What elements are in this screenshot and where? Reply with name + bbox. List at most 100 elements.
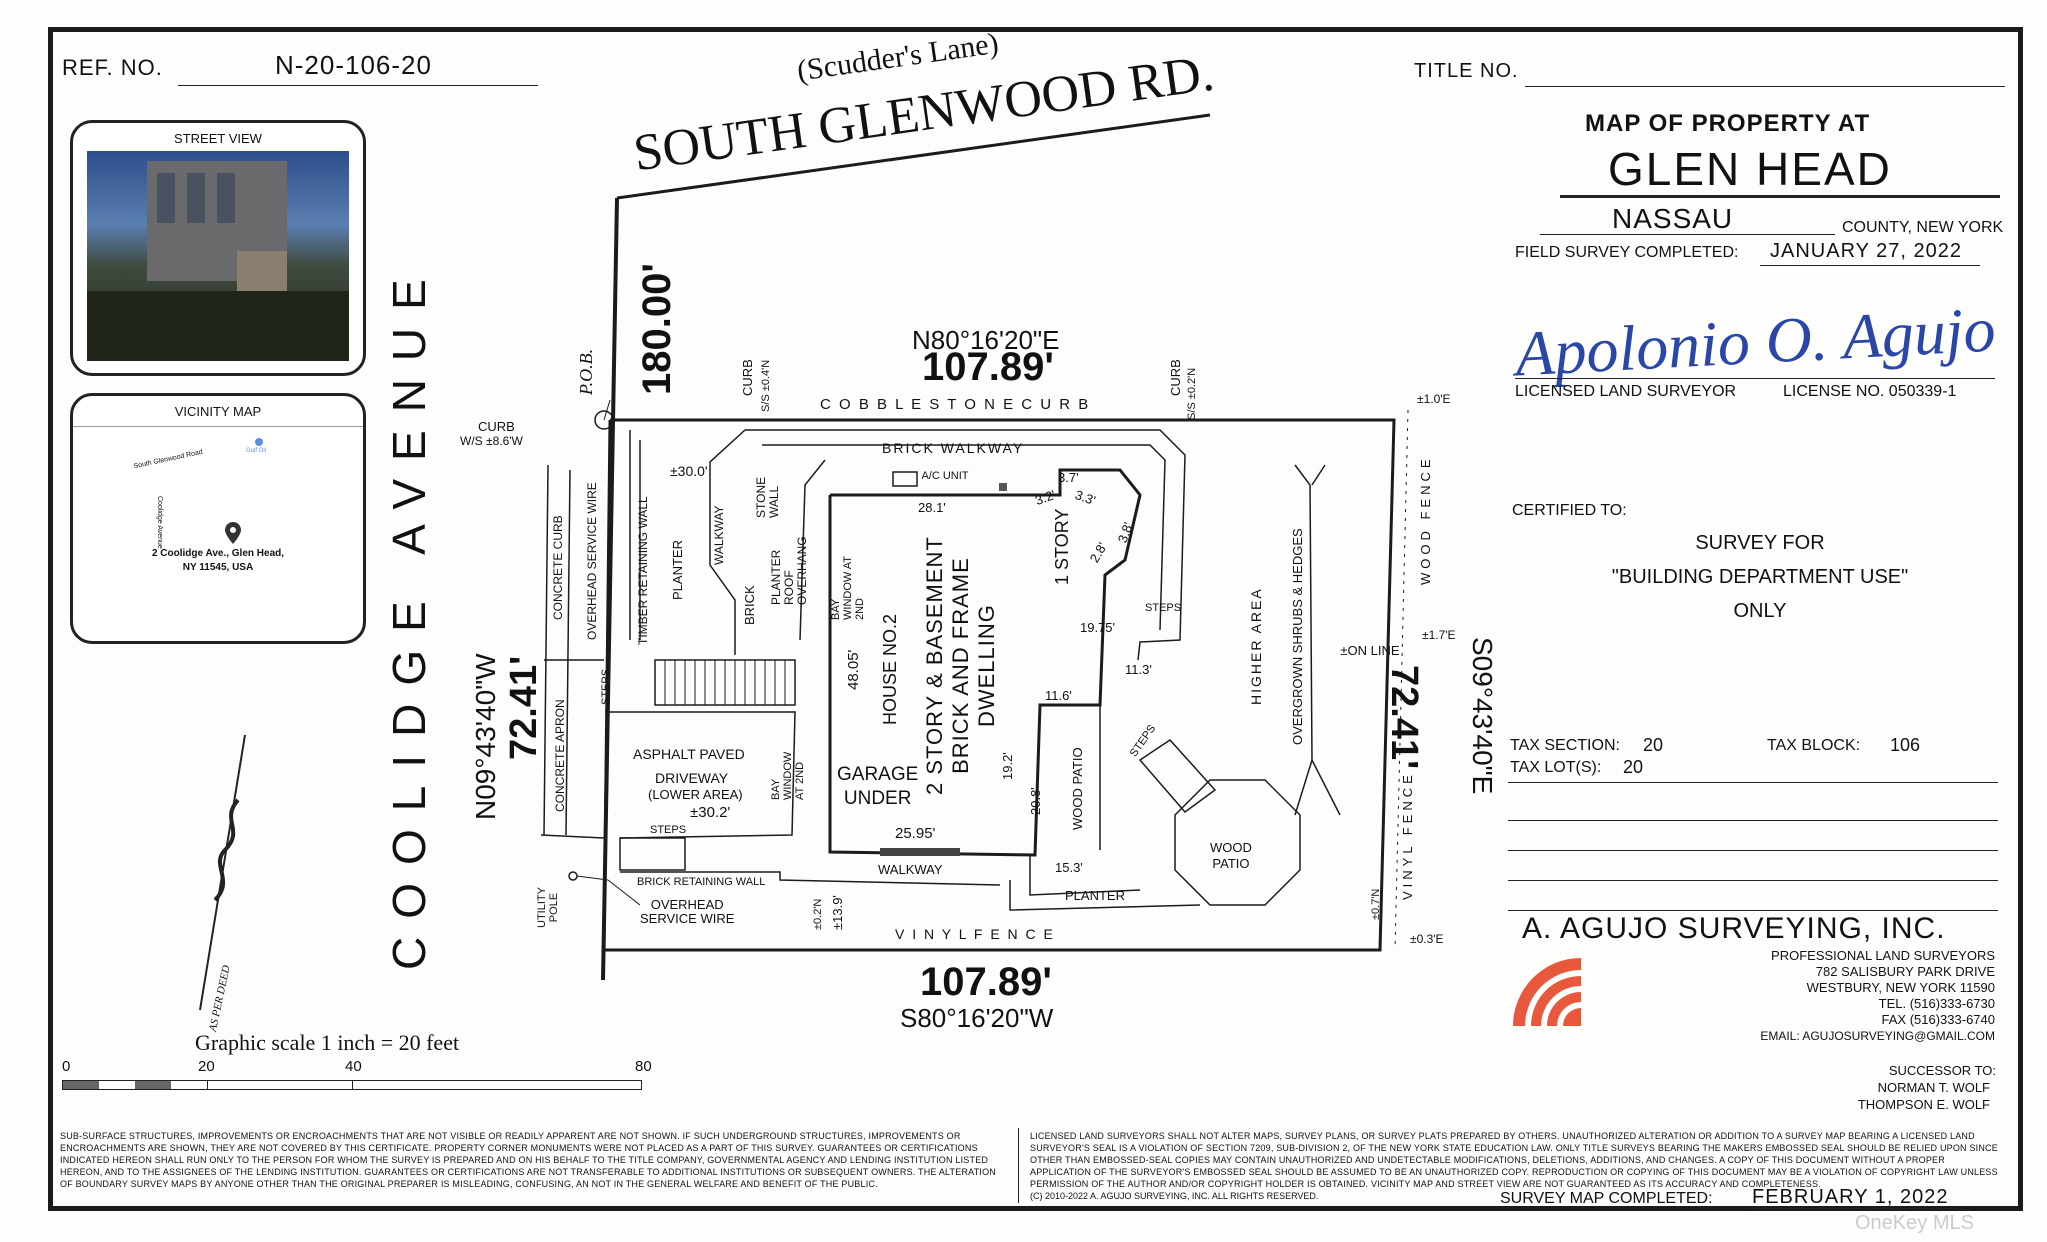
brick-walkway-label: BRICK WALKWAY [882, 440, 1025, 456]
survey-border [48, 27, 2023, 1211]
offset-1-7e: ±1.7'E [1422, 628, 1456, 642]
vinyl-fence-east-label: VINYL FENCE [1400, 771, 1415, 900]
dwelling-line-2: BRICK AND FRAME [948, 557, 973, 774]
garage-label: GARAGE UNDER [837, 763, 918, 811]
watermark: OneKey MLS [1855, 1212, 1974, 1234]
ref-underline [178, 85, 538, 86]
asphalt-label-2: DRIVEWAY [655, 770, 729, 786]
walkway-label-south: WALKWAY [878, 862, 943, 877]
overhead-service-label: OVERHEAD SERVICE WIRE [640, 898, 734, 926]
field-survey-label: FIELD SURVEY COMPLETED: [1515, 244, 1739, 261]
bay-window-upper: BAY WINDOW AT 2ND [830, 556, 866, 620]
elevation-upper: ±30.0' [670, 463, 708, 479]
south-bearing: S80°16'20"W [900, 1003, 1054, 1033]
asphalt-label-1: ASPHALT PAVED [633, 746, 745, 762]
curb-west-offset: W/S ±8.6'W [460, 434, 523, 448]
successor-2: THOMPSON E. WOLF [1857, 1097, 1990, 1112]
planter-roof-label: PLANTER ROOF OVERHANG [769, 536, 809, 605]
scale-tick-0: 0 [62, 1058, 71, 1075]
overhead-service-line-1: OVERHEAD [650, 897, 724, 912]
graphic-scale-bar [62, 1080, 642, 1090]
notes-right: LICENSED LAND SURVEYORS SHALL NOT ALTER … [1030, 1131, 1998, 1188]
higher-area-label: HIGHER AREA [1248, 587, 1264, 705]
certified-to-label: CERTIFIED TO: [1512, 502, 1627, 519]
brick-retaining-label: BRICK RETAINING WALL [637, 876, 766, 888]
company-fax: FAX (516)333-6740 [1881, 1012, 1995, 1027]
wood-patio-outline [1174, 779, 1301, 906]
asphalt-label-3: (LOWER AREA) [648, 787, 743, 802]
utility-pole-label: UTILITY POLE [536, 887, 560, 928]
ac-unit-label: A/C UNIT [921, 470, 969, 482]
vicinity-address-2: NY 11545, USA [182, 562, 254, 573]
county-name: NASSAU [1612, 203, 1734, 234]
house-number-label: HOUSE NO.2 [880, 613, 900, 725]
dim-13-9: ±13.9' [830, 895, 845, 930]
tax-section-label: TAX SECTION: [1510, 737, 1620, 754]
dim-19-2: 19.2' [1000, 752, 1015, 780]
steps-label-east: STEPS [1145, 602, 1182, 614]
tie-distance: 180.00' [635, 263, 679, 395]
survey-only: ONLY [1733, 600, 1787, 622]
company-line-2: 782 SALISBURY PARK DRIVE [1815, 964, 1995, 979]
ref-label: REF. NO. [62, 55, 163, 80]
surveyor-label: LICENSED LAND SURVEYOR [1515, 383, 1737, 400]
place-underline [1560, 195, 2000, 198]
ac-unit-box [892, 471, 918, 487]
overgrown-label: OVERGROWN SHRUBS & HEDGES [1290, 528, 1305, 745]
tax-block-label: TAX BLOCK: [1767, 737, 1861, 754]
successor-label: SUCCESSOR TO: [1888, 1063, 1996, 1078]
map-completed-date: FEBRUARY 1, 2022 [1752, 1186, 1949, 1208]
offset-1-0e: ±1.0'E [1417, 392, 1451, 406]
poi-label: Gulf Oil [246, 448, 267, 454]
garage-door [237, 251, 287, 291]
offset-0-7n: ±0.7'N [1370, 888, 1382, 920]
poi-icon [255, 438, 263, 446]
steps-driveway-label: STEPS [650, 824, 687, 836]
curb-north-offset-1: S/S ±0.4'N [760, 359, 772, 412]
ref-number: N-20-106-20 [275, 50, 432, 80]
notes-divider [1018, 1128, 1019, 1203]
vicinity-map-panel: VICINITY MAP South Glenwood Road Coolidg… [70, 393, 366, 644]
road-line [616, 113, 1211, 200]
survey-for: SURVEY FOR [1695, 532, 1825, 554]
dwelling-line-3: DWELLING [974, 604, 999, 728]
street-view-photo [87, 151, 349, 361]
vicinity-address-1: 2 Coolidge Ave., Glen Head, [151, 548, 285, 559]
east-distance: 72.41' [1383, 665, 1425, 770]
vicinity-map-title: VICINITY MAP [174, 404, 262, 419]
tax-block-value: 106 [1890, 735, 1921, 755]
chimney-marker [999, 483, 1007, 491]
stone-wall-label: STONE WALL [754, 476, 781, 518]
concrete-apron-label: CONCRETE APRON [553, 699, 567, 812]
graphic-scale-title: Graphic scale 1 inch = 20 feet [195, 1030, 460, 1055]
wood-fence-label: WOOD FENCE [1418, 455, 1433, 585]
company-logo-icon [1513, 958, 1581, 1026]
south-distance: 107.89' [920, 960, 1052, 1004]
dim-28-1: 28.1' [918, 500, 946, 515]
asphalt-elevation: ±30.2' [690, 804, 731, 821]
company-line-3: WESTBURY, NEW YORK 11590 [1806, 980, 1995, 995]
place-name: GLEN HEAD [1608, 143, 1892, 195]
west-distance: 72.41' [503, 655, 545, 760]
map-of-property-label: MAP OF PROPERTY AT [1585, 110, 1871, 137]
brick-label: BRICK [742, 585, 757, 625]
notes-left: SUB-SURFACE STRUCTURES, IMPROVEMENTS OR … [60, 1131, 996, 1189]
timber-wall-label: TIMBER RETAINING WALL [636, 496, 650, 645]
east-bearing: S09°43'40"E [1467, 637, 1498, 795]
title-underline [1525, 86, 2005, 87]
survey-use: "BUILDING DEPARTMENT USE" [1611, 566, 1909, 588]
dwelling-label: 2 STORY & BASEMENT BRICK AND FRAME DWELL… [922, 536, 1000, 795]
dim-3-7: 3.7' [1058, 470, 1079, 485]
street-view-title: STREET VIEW [174, 131, 262, 146]
copyright-notice: (C) 2010-2022 A. AGUJO SURVEYING, INC. A… [1030, 1191, 1319, 1201]
tax-section-value: 20 [1643, 735, 1664, 755]
vinyl-fence-south-label: V I N Y L F E N C E [895, 926, 1055, 942]
overhead-wire-label: OVERHEAD SERVICE WIRE [585, 482, 599, 640]
house-footprint [828, 468, 1142, 857]
tax-lot-label: TAX LOT(S): [1510, 759, 1602, 776]
walkway-west-label: WALKWAY [712, 505, 726, 565]
one-story-label: 1 STORY [1052, 508, 1072, 585]
planter-south-label: PLANTER [1065, 888, 1125, 903]
license-number: LICENSE NO. 050339-1 [1783, 383, 1957, 400]
